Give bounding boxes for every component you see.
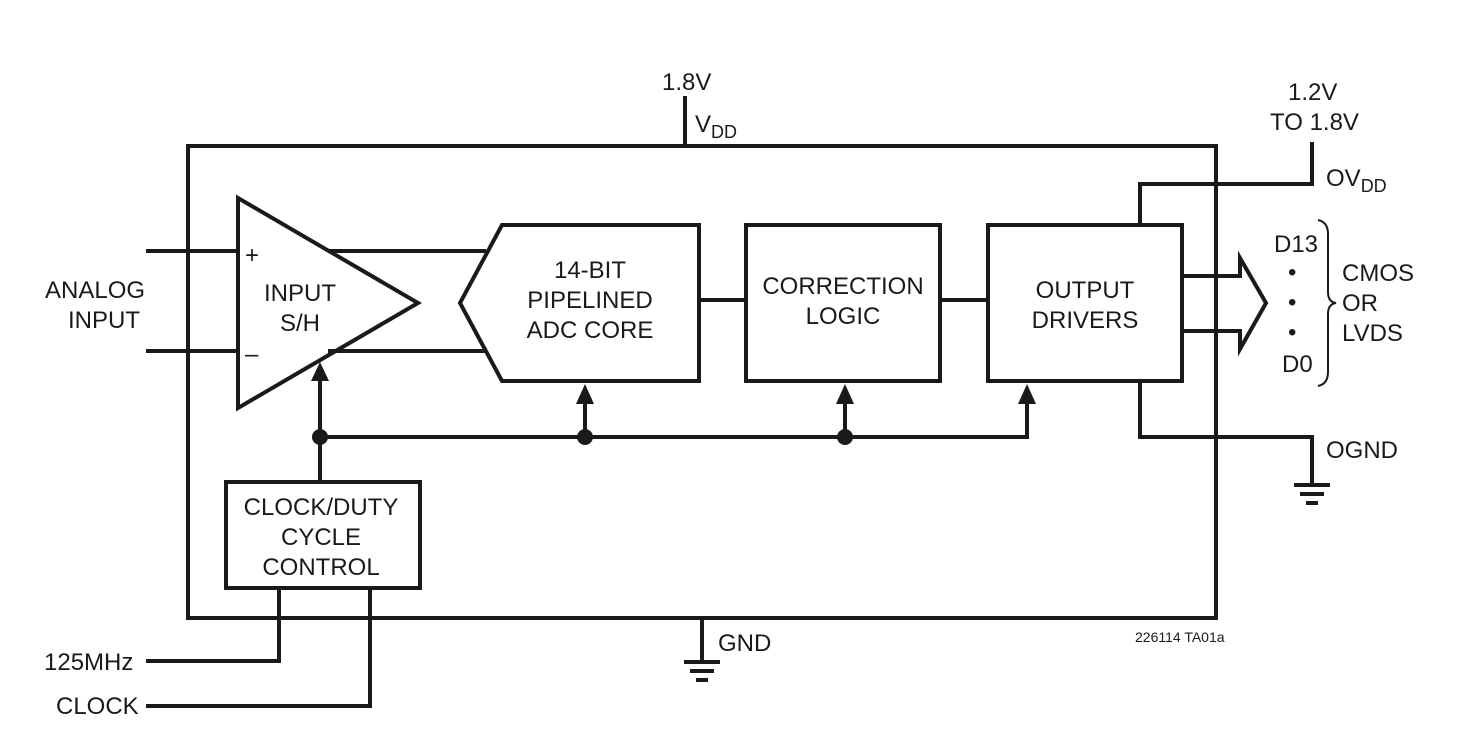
ovdd-wire	[1138, 142, 1314, 227]
ognd-ground-icon	[1294, 483, 1330, 505]
or-label: OR	[1342, 290, 1378, 317]
amp-minus-label: –	[245, 341, 259, 368]
lvds-label: LVDS	[1342, 320, 1403, 347]
ovdd-range-top: 1.2V	[1288, 79, 1337, 106]
clock-to-adc-arrow	[576, 384, 594, 404]
drivers-label-line1: OUTPUT	[1036, 277, 1135, 304]
drivers-label-line2: DRIVERS	[1032, 307, 1139, 334]
correction-logic-block	[744, 223, 942, 383]
output-bus-arrow	[1180, 250, 1269, 357]
clock-input-wire-2	[146, 586, 372, 708]
cmos-label: CMOS	[1342, 260, 1414, 287]
vdd-label: VDD	[695, 111, 737, 142]
amp-plus-label: +	[245, 242, 259, 269]
bus-brace	[1317, 219, 1337, 387]
figure-id: 226114 TA01a	[1135, 629, 1225, 645]
junction-dot-sh	[312, 429, 328, 445]
d0-label: D0	[1282, 351, 1313, 378]
gnd-label: GND	[718, 630, 771, 657]
bus-dot-1: •	[1288, 259, 1296, 286]
analog-input-label-line1: ANALOG	[45, 277, 145, 304]
bus-dot-3: •	[1288, 319, 1296, 346]
clock-to-correction-arrow	[836, 384, 854, 404]
clock-block-label-line1: CLOCK/DUTY	[244, 494, 399, 521]
adc-label-line1: 14-BIT	[554, 257, 626, 284]
output-drivers-block	[986, 223, 1184, 383]
adc-label-line2: PIPELINED	[527, 287, 652, 314]
clock-to-sh-arrow	[311, 362, 329, 381]
clock-duty-cycle-block	[224, 480, 422, 590]
ognd-label: OGND	[1326, 437, 1398, 464]
junction-dot-adc	[577, 429, 593, 445]
clock-to-drivers-arrow	[1018, 384, 1036, 404]
junction-dot-correction	[837, 429, 853, 445]
sh-label-line1: INPUT	[264, 280, 336, 307]
adc-label-line3: ADC CORE	[527, 317, 654, 344]
clock-label: CLOCK	[56, 693, 139, 720]
ovdd-label: OVDD	[1326, 165, 1387, 196]
sh-label-line2: S/H	[280, 310, 320, 337]
analog-input-label-line2: INPUT	[68, 307, 140, 334]
correction-label-line2: LOGIC	[806, 303, 881, 330]
ognd-wire	[1138, 379, 1314, 485]
clock-block-label-line2: CYCLE	[281, 524, 361, 551]
gnd-ground-icon	[684, 660, 720, 682]
ovdd-range-bottom: TO 1.8V	[1270, 109, 1359, 136]
d13-label: D13	[1274, 231, 1318, 258]
clock-block-label-line3: CONTROL	[262, 554, 379, 581]
clock-input-wire-1	[146, 586, 281, 663]
clock-freq-label: 125MHz	[44, 649, 133, 676]
correction-label-line1: CORRECTION	[762, 273, 923, 300]
vdd-voltage-label: 1.8V	[662, 69, 711, 96]
bus-dot-2: •	[1288, 289, 1296, 316]
adc-core-block	[457, 223, 701, 383]
